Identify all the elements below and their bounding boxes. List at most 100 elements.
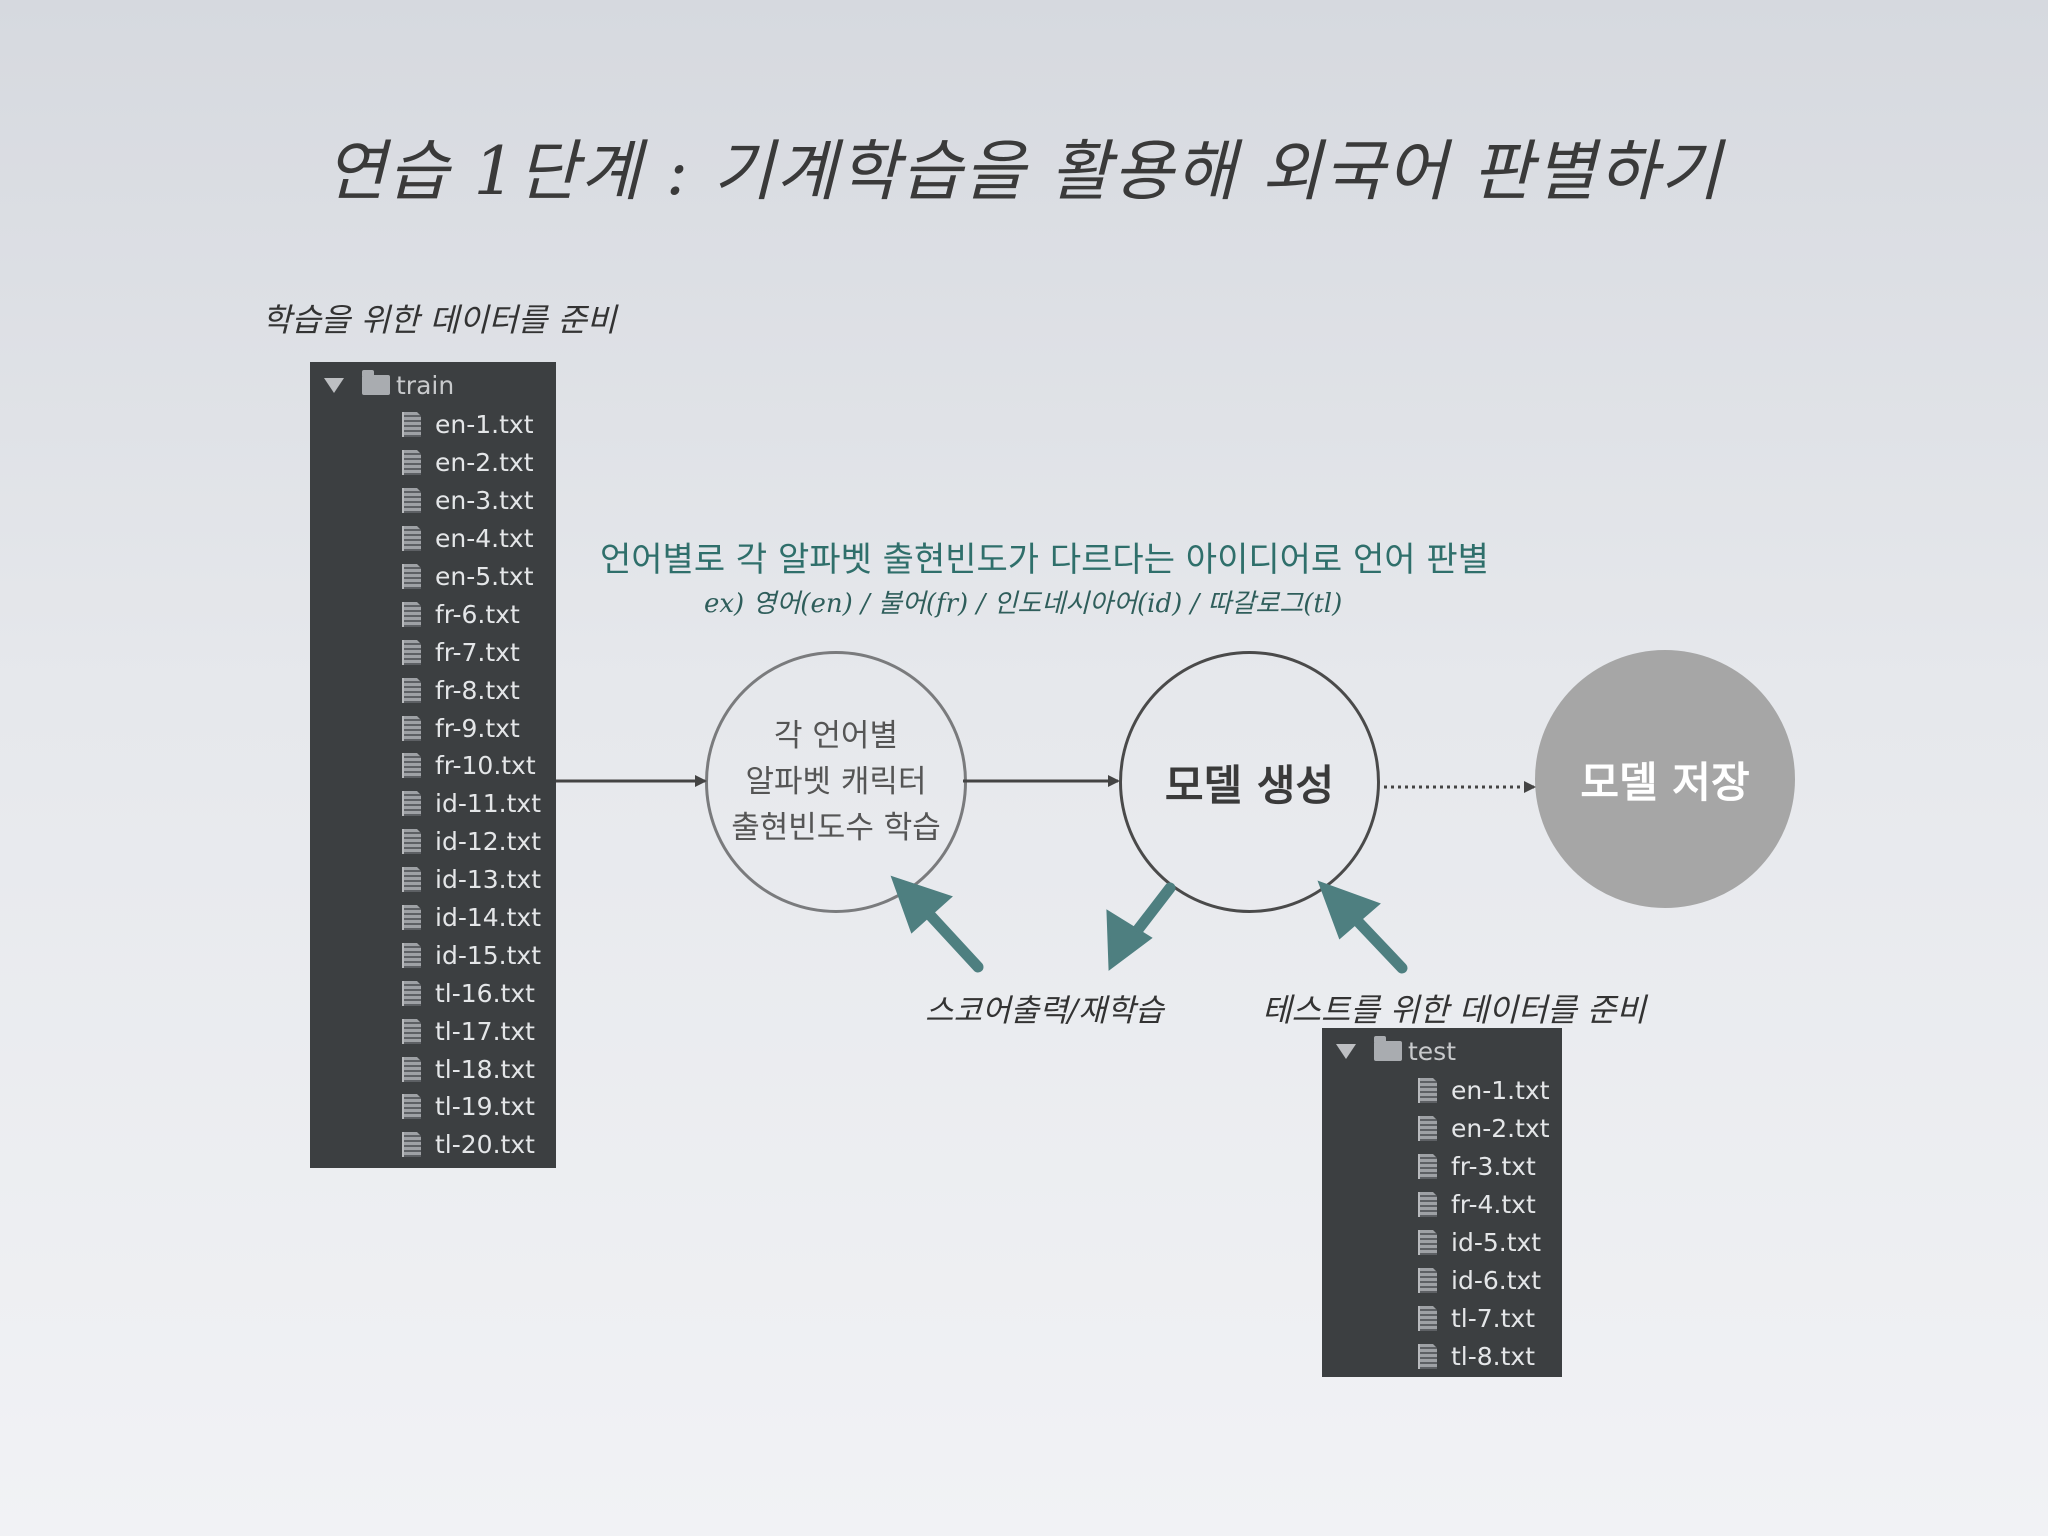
file-name: tl-7.txt bbox=[1451, 1303, 1536, 1333]
file-row[interactable]: tl-18.txt bbox=[402, 1050, 541, 1088]
file-name: tl-8.txt bbox=[1451, 1341, 1536, 1371]
text-file-icon bbox=[1418, 1304, 1438, 1331]
file-row[interactable]: en-1.txt bbox=[402, 406, 541, 444]
test-folder-row[interactable]: test bbox=[1322, 1034, 1456, 1068]
file-row[interactable]: id-12.txt bbox=[402, 823, 541, 861]
file-name: en-2.txt bbox=[435, 448, 534, 478]
text-file-icon bbox=[1418, 1077, 1438, 1104]
file-row[interactable]: fr-6.txt bbox=[402, 595, 541, 633]
text-file-icon bbox=[1418, 1266, 1438, 1293]
model-save-circle: 모델 저장 bbox=[1535, 650, 1795, 908]
text-file-icon bbox=[1418, 1191, 1438, 1218]
file-row[interactable]: en-4.txt bbox=[402, 520, 541, 558]
file-row[interactable]: id-15.txt bbox=[402, 936, 541, 974]
example-text: ex) 영어(en) / 불어(fr) / 인도네시아어(id) / 따갈로그(… bbox=[704, 589, 1343, 619]
train-folder-label: train bbox=[396, 370, 455, 400]
text-file-icon bbox=[402, 790, 422, 817]
file-name: fr-3.txt bbox=[1451, 1152, 1536, 1182]
file-name: fr-7.txt bbox=[435, 637, 520, 667]
file-row[interactable]: tl-19.txt bbox=[402, 1088, 541, 1126]
file-name: tl-16.txt bbox=[435, 978, 535, 1008]
learn-circle-line2: 알파벳 캐릭터 bbox=[745, 764, 927, 800]
text-file-icon bbox=[402, 752, 422, 779]
file-name: fr-8.txt bbox=[435, 675, 520, 705]
file-name: id-12.txt bbox=[435, 827, 541, 857]
file-name: id-13.txt bbox=[435, 865, 541, 895]
file-name: id-6.txt bbox=[1451, 1265, 1542, 1295]
text-file-icon bbox=[402, 449, 422, 476]
text-file-icon bbox=[402, 676, 422, 703]
file-row[interactable]: fr-9.txt bbox=[402, 709, 541, 747]
text-file-icon bbox=[402, 1131, 422, 1158]
teal-arrow-test-to-model bbox=[1317, 880, 1408, 974]
file-row[interactable]: fr-10.txt bbox=[402, 747, 541, 785]
train-folder-row[interactable]: train bbox=[310, 368, 454, 402]
file-name: en-1.txt bbox=[1451, 1076, 1550, 1106]
learn-circle-line3: 출현빈도수 학습 bbox=[731, 810, 941, 846]
test-data-caption: 테스트를 위한 데이터를 준비 bbox=[1262, 991, 1646, 1029]
file-name: en-5.txt bbox=[435, 562, 534, 591]
text-file-icon bbox=[1418, 1229, 1438, 1255]
file-name: id-14.txt bbox=[435, 903, 541, 933]
file-name: id-15.txt bbox=[435, 940, 541, 970]
file-name: tl-18.txt bbox=[435, 1054, 535, 1084]
expand-triangle-icon[interactable] bbox=[1336, 1043, 1356, 1059]
text-file-icon bbox=[402, 1093, 422, 1120]
file-row[interactable]: tl-17.txt bbox=[402, 1012, 541, 1050]
text-file-icon bbox=[402, 1055, 422, 1082]
file-row[interactable]: fr-7.txt bbox=[402, 633, 541, 671]
file-row[interactable]: tl-7.txt bbox=[1418, 1299, 1550, 1337]
slide-title: 연습 1단계 : 기계학습을 활용해 외국어 판별하기 bbox=[325, 133, 1723, 210]
file-name: fr-6.txt bbox=[435, 599, 520, 629]
train-file-list: en-1.txt en-2.txt en-3.txt en-4.txt en-5.txt… bbox=[402, 406, 541, 1164]
teal-arrow-score-to-learn bbox=[890, 875, 984, 973]
file-row[interactable]: en-5.txt bbox=[402, 558, 541, 596]
teal-arrow-model-to-score bbox=[1106, 882, 1176, 971]
text-file-icon bbox=[402, 714, 422, 741]
file-row[interactable]: fr-3.txt bbox=[1418, 1148, 1550, 1186]
file-row[interactable]: tl-8.txt bbox=[1418, 1337, 1550, 1375]
file-row[interactable]: id-11.txt bbox=[402, 785, 541, 823]
file-row[interactable]: id-6.txt bbox=[1418, 1261, 1550, 1299]
model-create-label: 모델 생성 bbox=[1164, 760, 1335, 810]
learn-circle-line1: 각 언어별 bbox=[774, 718, 898, 754]
file-name: fr-4.txt bbox=[1451, 1190, 1536, 1220]
file-row[interactable]: id-5.txt bbox=[1418, 1224, 1550, 1262]
text-file-icon bbox=[402, 1017, 422, 1044]
file-name: tl-19.txt bbox=[435, 1092, 535, 1122]
text-file-icon bbox=[402, 525, 422, 552]
model-save-label: 모델 저장 bbox=[1580, 757, 1750, 807]
text-file-icon bbox=[402, 979, 422, 1006]
train-data-caption: 학습을 위한 데이터를 준비 bbox=[262, 301, 617, 339]
text-file-icon bbox=[1418, 1342, 1438, 1369]
file-row[interactable]: id-13.txt bbox=[402, 861, 541, 899]
file-row[interactable]: tl-20.txt bbox=[402, 1126, 541, 1164]
file-name: fr-9.txt bbox=[435, 713, 520, 743]
file-name: en-3.txt bbox=[435, 486, 534, 516]
file-name: id-5.txt bbox=[1451, 1228, 1542, 1257]
test-folder-label: test bbox=[1408, 1036, 1457, 1066]
text-file-icon bbox=[402, 866, 422, 893]
file-name: en-4.txt bbox=[435, 524, 534, 554]
file-name: tl-20.txt bbox=[435, 1130, 535, 1160]
text-file-icon bbox=[402, 638, 422, 665]
text-file-icon bbox=[402, 600, 422, 627]
folder-icon bbox=[1374, 1036, 1402, 1061]
file-name: fr-10.txt bbox=[435, 751, 536, 781]
file-row[interactable]: en-2.txt bbox=[402, 444, 541, 482]
text-file-icon bbox=[402, 563, 422, 589]
test-file-tree: test en-1.txt en-2.txt fr-3.txt fr-4.txt id-… bbox=[1322, 1028, 1562, 1377]
file-row[interactable]: en-1.txt bbox=[1418, 1072, 1550, 1110]
file-row[interactable]: fr-8.txt bbox=[402, 671, 541, 709]
file-row[interactable]: en-3.txt bbox=[402, 482, 541, 520]
file-row[interactable]: id-14.txt bbox=[402, 899, 541, 937]
test-file-list: en-1.txt en-2.txt fr-3.txt fr-4.txt id-5.txt… bbox=[1418, 1072, 1550, 1375]
file-name: id-11.txt bbox=[435, 789, 541, 819]
text-file-icon bbox=[402, 941, 422, 968]
expand-triangle-icon[interactable] bbox=[324, 377, 344, 393]
text-file-icon bbox=[1418, 1153, 1438, 1180]
file-row[interactable]: en-2.txt bbox=[1418, 1110, 1550, 1148]
file-row[interactable]: tl-16.txt bbox=[402, 974, 541, 1012]
file-row[interactable]: fr-4.txt bbox=[1418, 1186, 1550, 1224]
